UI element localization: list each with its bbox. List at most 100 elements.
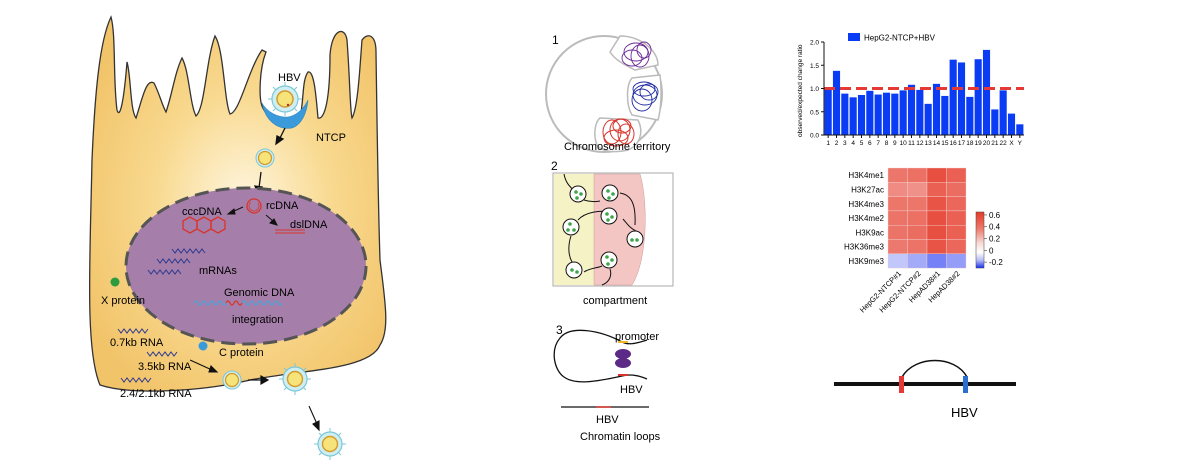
heatmap-cell [887,167,908,183]
heatmap-cell [887,196,908,212]
heatmap-cell [946,167,967,183]
heatmap-cell [926,239,947,255]
x-protein-dot [110,277,120,287]
hbv-capsid [255,148,275,168]
cccdna-icon [182,216,226,234]
x-tick-label: 3 [843,140,847,147]
heatmap-row-label: H3K27ac [851,185,884,194]
bar [974,59,982,135]
label-ntcp: NTCP [316,132,346,144]
colorbar-tick-label: -0.2 [989,258,1003,267]
x-tick-label: 7 [876,140,880,147]
x-tick-label: 15 [941,140,949,147]
heatmap-cell [887,239,908,255]
rcdna-icon [246,198,262,214]
green-dots [566,189,639,274]
colorbar-tick-label: 0.2 [989,235,1001,244]
heatmap-cell [887,224,908,240]
bar [866,90,874,135]
bar [849,97,857,135]
hbv-capsid [222,370,242,390]
x-tick-label: 11 [908,140,915,147]
heatmap-cell [887,253,908,269]
bar [916,89,924,135]
heatmap-cell [907,167,928,183]
y-axis-label: observed/expected change ratio [797,44,804,137]
label-x-protein: X protein [101,295,145,307]
bar [824,89,832,135]
bar [882,92,891,135]
chromatin-panels: 1 Chromosome territory 2 compartment [545,33,674,443]
panel-2-number: 2 [551,159,558,173]
heatmap-cell [946,239,967,255]
bar [924,103,932,135]
label-hbv-linear: HBV [596,414,619,426]
bar [891,93,899,135]
heatmap-cell [907,210,928,226]
hbv-virion-mature [279,363,311,395]
heatmap-cell [887,182,908,197]
heatmap-row-label: H3K4me1 [848,171,884,180]
heatmap-cell [907,182,928,197]
hbv-virion-released [314,428,346,460]
colorbar [975,211,985,269]
bar [899,90,907,135]
x-tick-label: 10 [900,140,908,147]
heatmap: H3K4me1H3K27acH3K4me3H3K4me2H3K9acH3K36m… [844,167,1003,314]
chromosome-blue [631,81,659,112]
c-protein-dot [198,341,208,351]
x-tick-label: 20 [983,140,991,147]
x-tick-label: X [1009,140,1014,147]
heatmap-cell [926,196,947,212]
label-promoter: promoter [615,331,659,343]
legend-swatch [848,33,860,41]
heatmap-cell [946,196,967,212]
y-tick-label: 0.5 [810,109,819,116]
bar [1016,124,1024,135]
x-tick-label: 21 [991,140,999,147]
bar [991,109,999,135]
heatmap-cell [946,253,967,269]
x-tick-label: 9 [893,140,897,147]
arrow-icon [248,374,270,386]
hbv-cell-diagram: HBV NTCP rcDNA cccDNA dslDNA mRNAs Genom… [88,15,387,460]
arrow-icon [226,206,278,226]
heatmap-row-label: H3K9ac [856,228,884,237]
cohesin-complex [615,349,631,368]
y-tick-label: 2.0 [810,40,819,47]
x-tick-label: 8 [885,140,889,147]
heatmap-cell [907,253,928,269]
label-cccdna: cccDNA [182,206,222,218]
label-genomic-dna: Genomic DNA [224,287,295,299]
loop-arc [901,359,968,378]
heatmap-cell [946,182,967,197]
rna-icon [117,328,178,383]
heatmap-row-label: H3K4me2 [848,214,884,223]
arrow-icon [308,405,320,432]
bar-chart: observed/expected change ratio 0.00.51.0… [797,33,1024,147]
heatmap-cell [907,196,928,212]
x-tick-label: 13 [925,140,933,147]
heatmap-cell [907,224,928,240]
heatmap-cell [946,224,967,240]
heatmap-cell [926,182,947,197]
nucleus [124,186,368,346]
x-tick-label: 22 [1000,140,1008,147]
hbv-virion-entry [268,82,302,116]
bar [857,95,866,135]
bar [907,84,916,135]
x-tick-label: 18 [966,140,974,147]
nucleosome-cluster [562,184,644,279]
bar [1007,113,1016,135]
x-tick-label: 2 [835,140,839,147]
heatmap-row-label: H3K4me3 [848,200,884,209]
label-hbv: HBV [951,405,978,420]
hbv-marker [963,376,968,393]
heatmap-cell [926,224,947,240]
label-rna-3-5kb: 3.5kb RNA [138,361,192,373]
x-tick-label: 12 [916,140,924,147]
bar [966,96,974,135]
label-rcdna: rcDNA [266,200,299,212]
hbv-loop-diagram: HBV [834,359,1016,420]
colorbar-tick-label: 0.4 [989,223,1001,232]
